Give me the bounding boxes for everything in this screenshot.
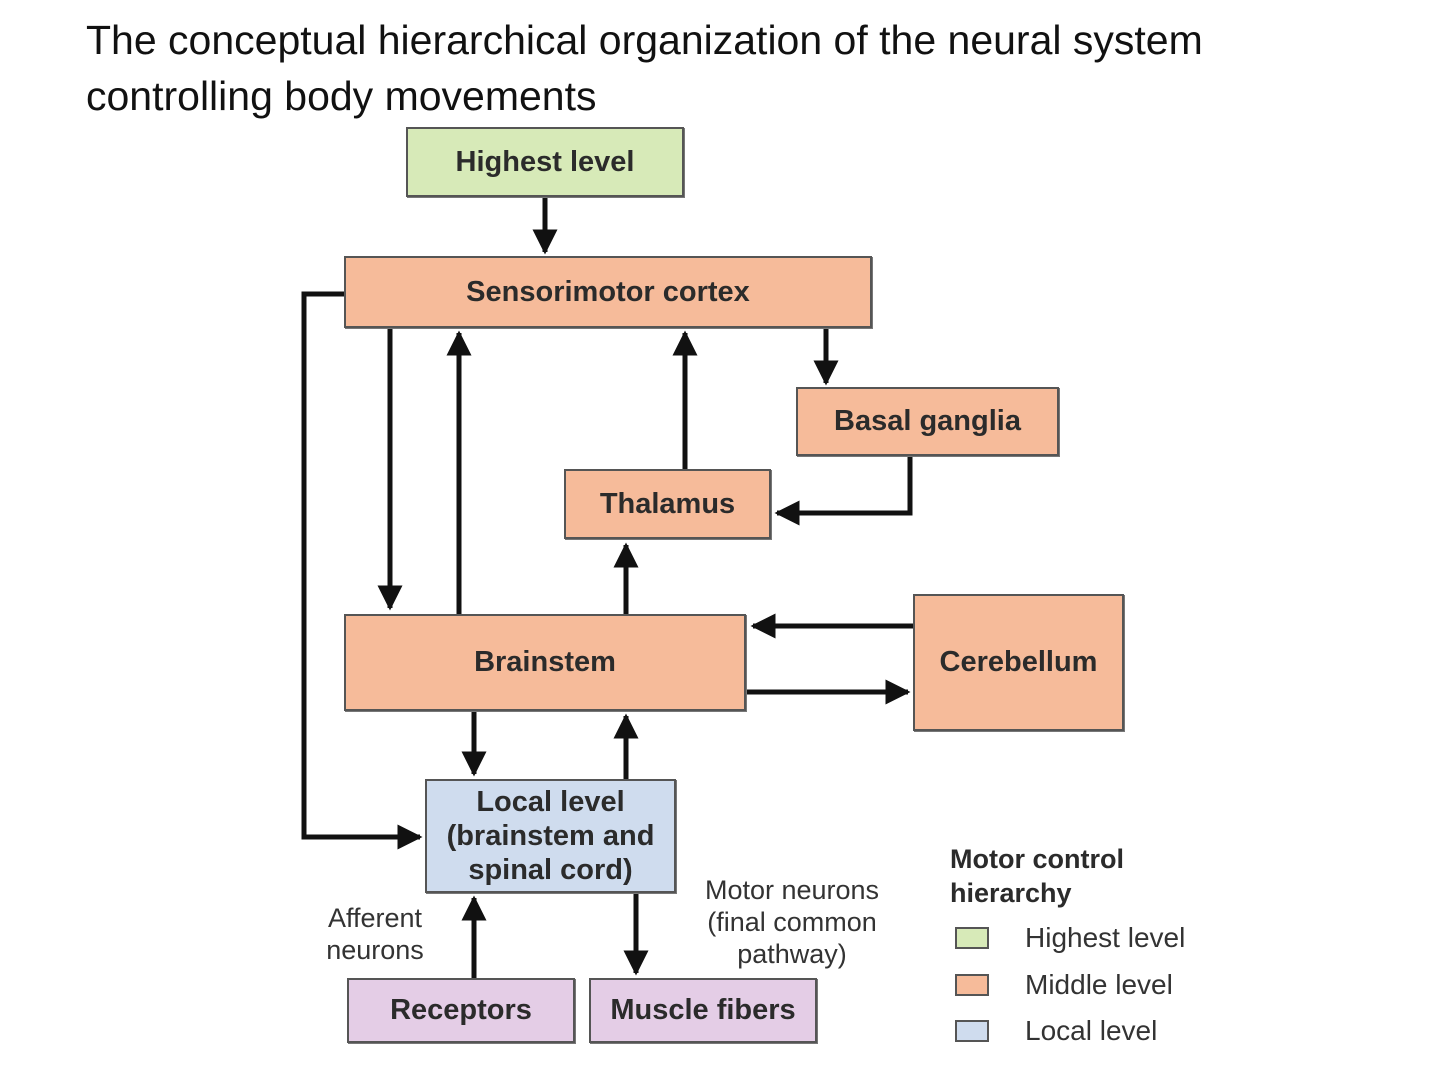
motor-neurons-caption-line3: pathway) [737, 939, 847, 969]
afferent-caption-line2: neurons [326, 935, 424, 965]
arrow-cortex-to-local-level [301, 291, 423, 850]
legend-item-middle: Middle level [955, 967, 1173, 1003]
arrow-basal-ganglia-to-thalamus [774, 456, 913, 526]
receptors-box: Receptors [347, 978, 575, 1043]
local-level-label-line2: (brainstem and [446, 820, 655, 852]
cerebellum-box: Cerebellum [913, 594, 1124, 731]
receptors-label: Receptors [390, 994, 532, 1026]
afferent-caption-line1: Afferent [327, 903, 423, 933]
brainstem-label: Brainstem [474, 646, 616, 678]
legend-title-line2: hierarchy [950, 878, 1072, 908]
thalamus-label: Thalamus [599, 487, 736, 520]
basal-ganglia-label: Basal ganglia [834, 405, 1021, 437]
muscle-fibers-label: Muscle fibers [610, 994, 796, 1026]
basal-ganglia-box: Basal ganglia [796, 387, 1059, 456]
sensorimotor-cortex-box: Sensorimotor cortex [344, 256, 872, 328]
thalamus-box: Thalamus [564, 469, 771, 539]
legend-swatch-local [955, 1020, 989, 1042]
highest-level-label: Highest level [455, 145, 635, 178]
local-level-label-line3: spinal cord) [468, 854, 633, 886]
highest-level-box: Highest level [406, 127, 684, 197]
legend-item-highest: Highest level [955, 920, 1185, 956]
legend-item-local: Local level [955, 1013, 1157, 1049]
legend-label-local: Local level [1025, 1015, 1158, 1046]
motor-neurons-caption: Motor neurons (final common pathway) [686, 874, 898, 970]
brainstem-box: Brainstem [344, 614, 746, 711]
legend-label-highest: Highest level [1025, 922, 1186, 953]
legend-swatch-middle [955, 974, 989, 996]
legend-title: Motor control hierarchy [950, 842, 1124, 910]
page-title: The conceptual hierarchical organization… [86, 17, 1203, 119]
legend-label-middle: Middle level [1025, 969, 1173, 1000]
muscle-fibers-box: Muscle fibers [589, 978, 817, 1043]
motor-neurons-caption-line1: Motor neurons [704, 875, 880, 905]
legend-title-line1: Motor control [950, 844, 1124, 874]
motor-neurons-caption-line2: (final common [707, 907, 877, 937]
afferent-neurons-caption: Afferent neurons [300, 902, 450, 966]
cerebellum-label: Cerebellum [939, 646, 1098, 678]
local-level-label-line1: Local level [476, 786, 625, 818]
local-level-box: Local level (brainstem and spinal cord) [425, 779, 676, 893]
legend-swatch-highest [955, 927, 989, 949]
sensorimotor-cortex-label: Sensorimotor cortex [466, 275, 750, 308]
